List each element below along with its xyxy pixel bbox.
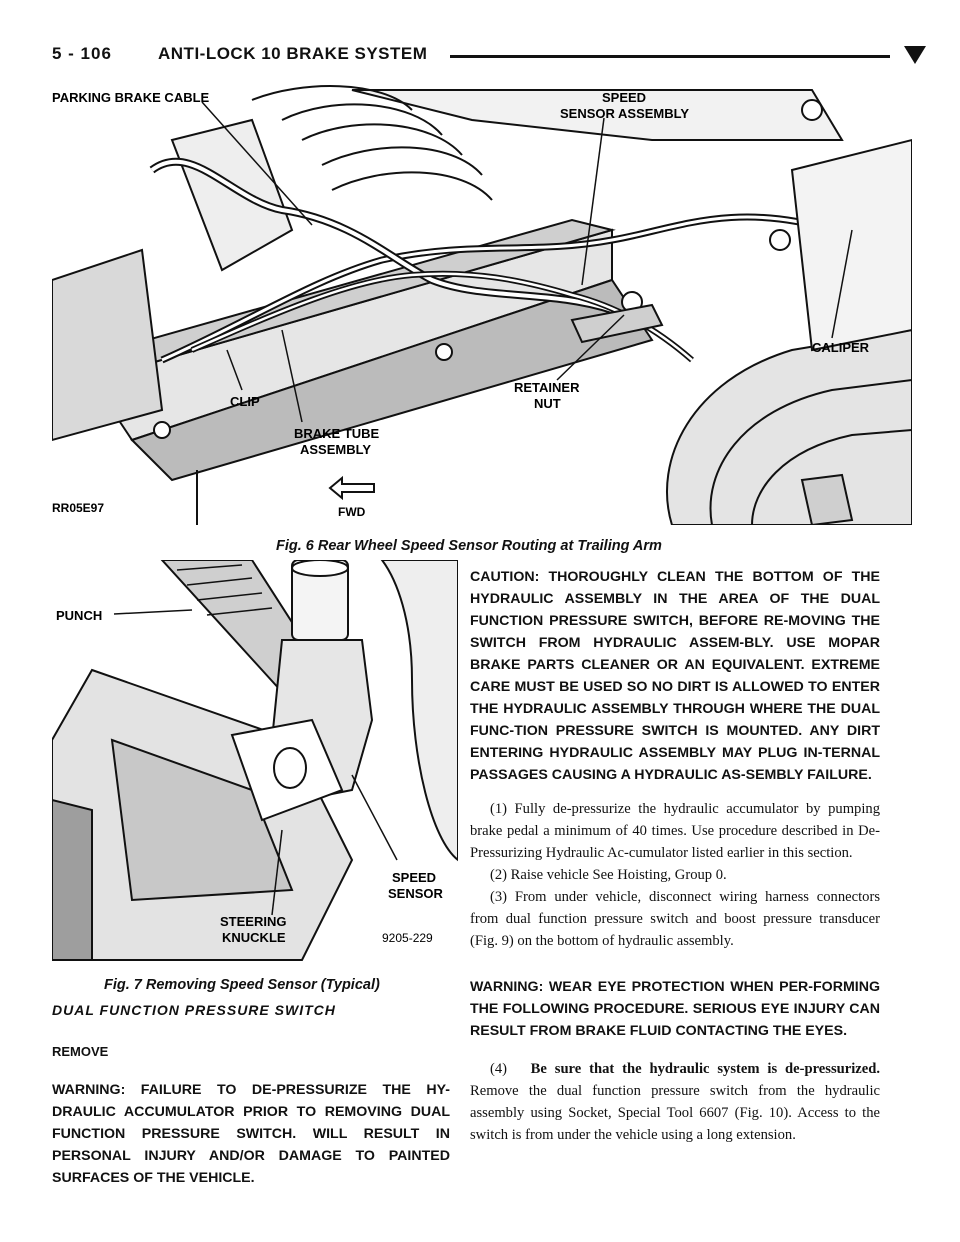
label-brake-tube-1: BRAKE TUBE [294, 426, 380, 441]
right-column: CAUTION: THOROUGHLY CLEAN THE BOTTOM OF … [470, 566, 880, 1146]
warning-eye-protection: WARNING: WEAR EYE PROTECTION WHEN PER-FO… [470, 979, 880, 1039]
label-caliper: CALIPER [812, 340, 870, 355]
step-4-text: Remove the dual function pressure switch… [470, 1083, 880, 1143]
section-heading: DUAL FUNCTION PRESSURE SWITCH [52, 1002, 336, 1018]
left-column: DUAL FUNCTION PRESSURE SWITCH REMOVE WAR… [52, 1002, 450, 1189]
step-3: (3) From under vehicle, disconnect wirin… [470, 889, 880, 949]
label-speed-sensor-2: SENSOR ASSEMBLY [560, 106, 689, 121]
step-4-number: (4) [490, 1061, 508, 1077]
label-clip: CLIP [230, 394, 260, 409]
label-figure-code: RR05E97 [52, 501, 104, 515]
figure-6-illustration: PARKING BRAKE CABLE SPEED SENSOR ASSEMBL… [52, 80, 912, 525]
warning-depressurize: WARNING: FAILURE TO DE-PRESSURIZE THE HY… [52, 1082, 450, 1186]
label-parking-brake-cable: PARKING BRAKE CABLE [52, 90, 210, 105]
label-retainer-1: RETAINER [514, 380, 580, 395]
page-number: 5 - 106 [52, 44, 112, 63]
step-4: (4) Be sure that the hydraulic system is… [470, 1058, 880, 1146]
label-fwd: FWD [338, 505, 366, 519]
fwd-arrow-icon [328, 475, 375, 501]
step-1: (1) Fully de-pressurize the hydraulic ac… [470, 801, 880, 861]
label-speed-sensor-1: SPEED [602, 90, 646, 105]
label-retainer-2: NUT [534, 396, 561, 411]
figure-7-caption: Fig. 7 Removing Speed Sensor (Typical) [104, 977, 380, 993]
section-title: ANTI-LOCK 10 BRAKE SYSTEM [158, 44, 428, 63]
label-punch: PUNCH [56, 608, 102, 623]
label-steering-1: STEERING [220, 914, 286, 929]
header-rule [450, 55, 890, 58]
label-speed-1: SPEED [392, 870, 436, 885]
step-2: (2) Raise vehicle See Hoisting, Group 0. [490, 867, 727, 883]
page-header: 5 - 106 ANTI-LOCK 10 BRAKE SYSTEM [52, 44, 926, 72]
caution-clean: CAUTION: THOROUGHLY CLEAN THE BOTTOM OF … [470, 569, 880, 783]
label-brake-tube-2: ASSEMBLY [300, 442, 371, 457]
step-4-bold: Be sure that the hydraulic system is de-… [530, 1061, 880, 1077]
remove-heading: REMOVE [52, 1044, 109, 1059]
label-figure7-code: 9205-229 [382, 931, 433, 945]
figure-7-illustration: PUNCH SPEED SENSOR STEERING KNUCKLE 9205… [52, 560, 458, 970]
figure-6-caption: Fig. 6 Rear Wheel Speed Sensor Routing a… [276, 538, 662, 554]
label-speed-2: SENSOR [388, 886, 444, 901]
down-triangle-icon [904, 46, 926, 64]
label-steering-2: KNUCKLE [222, 930, 286, 945]
